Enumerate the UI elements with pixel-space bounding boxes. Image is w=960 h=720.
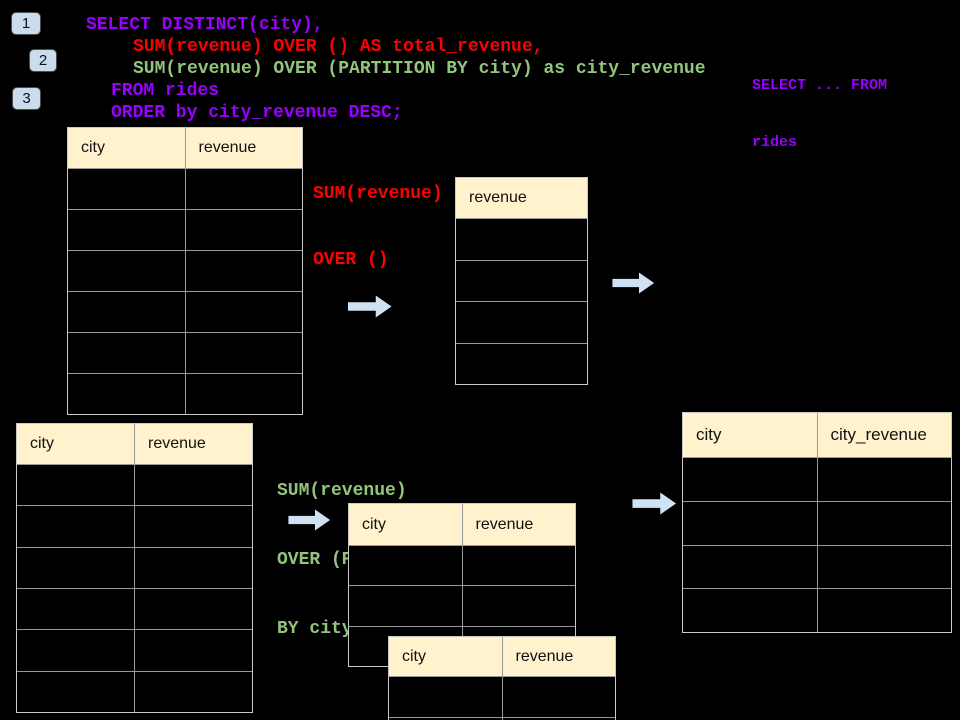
- step-badge-1: 1: [11, 12, 41, 35]
- table-row: [683, 588, 951, 632]
- col-header-revenue: revenue: [148, 435, 206, 452]
- table-row: [349, 545, 575, 586]
- rides-source-table-top: city revenue: [67, 127, 303, 415]
- col-header-city: city: [683, 413, 818, 457]
- table-row: [456, 218, 587, 260]
- col-header-city-revenue: city_revenue: [830, 425, 927, 444]
- table-row: [17, 670, 252, 712]
- table-row: [68, 373, 302, 414]
- side-note-line2: rides: [752, 134, 798, 151]
- table-row: [389, 676, 615, 717]
- table-row: [683, 500, 951, 545]
- table-header-row: city revenue: [349, 504, 575, 545]
- flow-arrow-right: [612, 272, 655, 294]
- city-revenue-result-table: city city_revenue: [682, 412, 952, 633]
- annotation-line: SUM(revenue): [313, 184, 443, 204]
- step-badge-3: 3: [12, 87, 41, 110]
- flow-arrow-right: [348, 295, 392, 318]
- annotation-line: SUM(revenue): [277, 481, 407, 501]
- table-row: [683, 457, 951, 501]
- flow-arrow-right: [288, 509, 331, 531]
- sql-line-total-revenue: SUM(revenue) OVER () AS total_revenue,: [133, 37, 544, 57]
- table-header-row: revenue: [456, 178, 587, 218]
- table-row: [17, 505, 252, 547]
- table-row: [17, 629, 252, 671]
- table-row: [17, 587, 252, 630]
- table-row: [456, 342, 587, 385]
- col-header-city: city: [17, 424, 135, 464]
- sql-line-from: FROM rides: [111, 81, 220, 101]
- sql-line-order-by: ORDER by city_revenue DESC;: [111, 103, 403, 123]
- step-badge-2: 2: [29, 49, 57, 72]
- table-header-row: city city_revenue: [683, 413, 951, 457]
- table-header-row: city revenue: [17, 424, 252, 464]
- table-row: [456, 301, 587, 343]
- col-header-revenue: revenue: [198, 139, 257, 156]
- total-revenue-table: revenue: [455, 177, 588, 385]
- total-revenue-annotation: SUM(revenue) OVER (): [313, 139, 443, 315]
- table-row: [349, 585, 575, 626]
- select-from-rides-note: SELECT ... FROM rides: [752, 38, 887, 190]
- col-header-city: city: [389, 637, 503, 676]
- table-row: [683, 544, 951, 589]
- col-header-revenue: revenue: [475, 515, 534, 533]
- col-header-city: city: [68, 128, 186, 168]
- annotation-line: OVER (): [313, 250, 389, 270]
- side-note-line1: SELECT ... FROM: [752, 77, 888, 94]
- col-header-revenue: revenue: [469, 189, 527, 206]
- col-header-city: city: [349, 504, 463, 545]
- col-header-revenue: revenue: [515, 647, 574, 665]
- table-row: [68, 250, 302, 291]
- table-row: [389, 717, 615, 720]
- table-row: [17, 464, 252, 506]
- table-row: [17, 546, 252, 588]
- flow-arrow-right: [632, 492, 677, 515]
- table-row: [68, 291, 302, 332]
- table-row: [68, 332, 302, 373]
- partition-table-front: city revenue: [388, 636, 616, 720]
- table-row: [68, 168, 302, 209]
- table-row: [68, 209, 302, 250]
- table-header-row: city revenue: [68, 128, 302, 168]
- sql-line-city-revenue: SUM(revenue) OVER (PARTITION BY city) as…: [133, 59, 706, 79]
- sql-line-select: SELECT DISTINCT(city),: [86, 15, 324, 35]
- table-header-row: city revenue: [389, 637, 615, 676]
- table-row: [456, 259, 587, 302]
- rides-source-table-bottom: city revenue: [16, 423, 253, 713]
